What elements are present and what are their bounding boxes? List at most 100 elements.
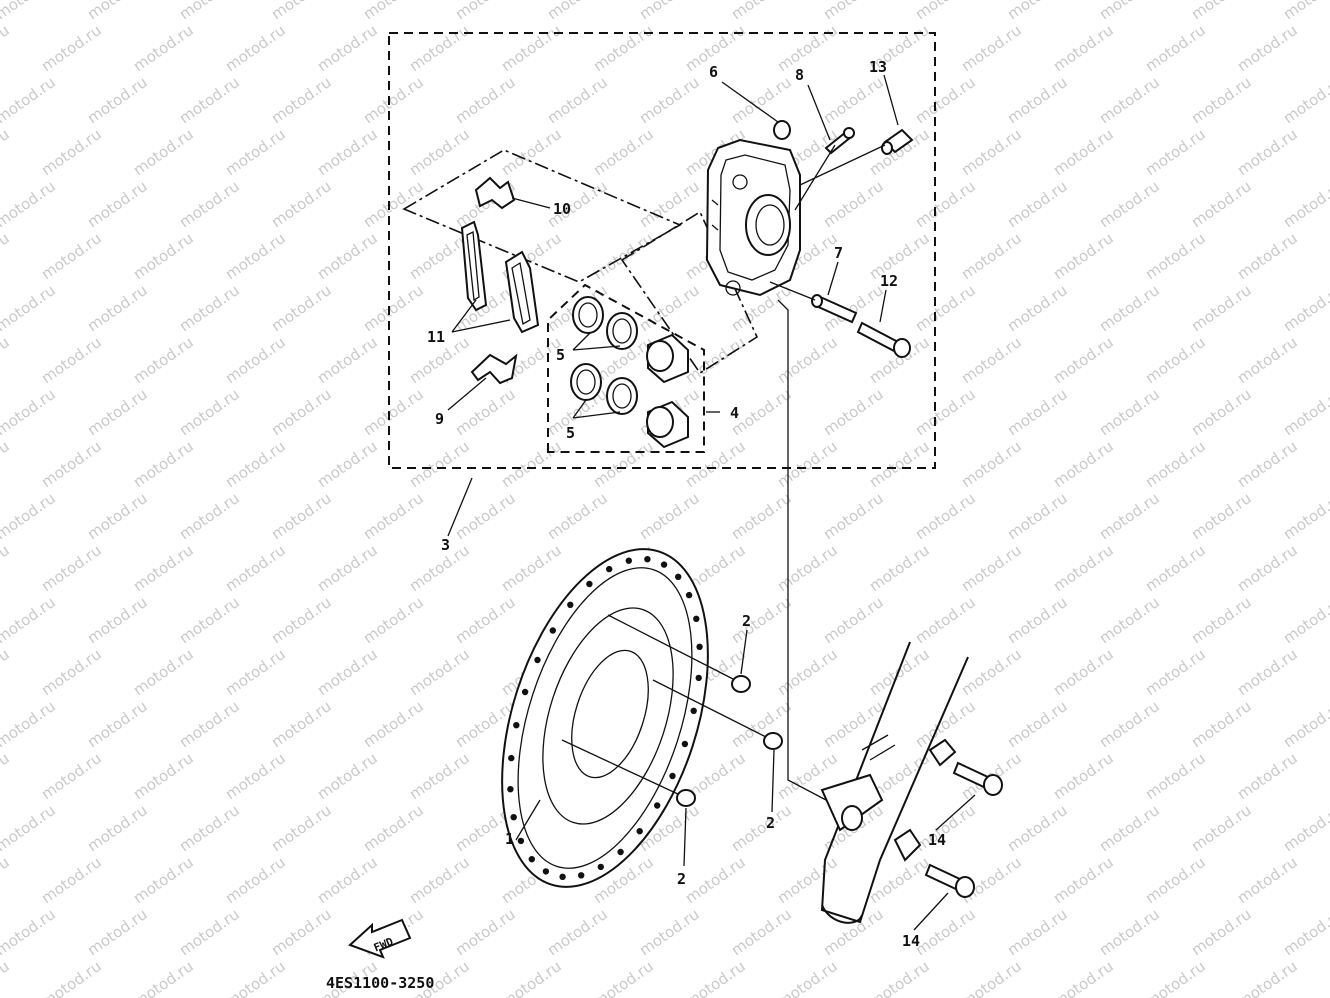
watermark-text: motod.ru	[1096, 489, 1163, 543]
seal-kit-outline	[620, 210, 759, 375]
watermark-text: motod.ru	[1004, 697, 1071, 751]
watermark-text: motod.ru	[130, 957, 197, 998]
watermark-text: motod.ru	[360, 177, 427, 231]
watermark-text: motod.ru	[1050, 21, 1117, 75]
watermark-text: motod.ru	[1280, 801, 1330, 855]
watermark-text: motod.ru	[1234, 21, 1301, 75]
watermark-text: motod.ru	[84, 385, 151, 439]
watermark-text: motod.ru	[222, 125, 289, 179]
watermark-text: motod.ru	[1188, 177, 1255, 231]
watermark-text: motod.ru	[38, 853, 105, 907]
watermark-text: motod.ru	[268, 593, 335, 647]
caliper-mount-leader	[777, 299, 827, 801]
watermark-text: motod.ru	[1004, 489, 1071, 543]
watermark-text: motod.ru	[912, 905, 979, 959]
watermark-text: motod.ru	[1004, 281, 1071, 335]
watermark-text: motod.ru	[406, 645, 473, 699]
watermark-text: motod.ru	[866, 437, 933, 491]
callout-8: 8	[795, 66, 804, 84]
watermark-text: motod.ru	[314, 853, 381, 907]
watermark-text: motod.ru	[1096, 593, 1163, 647]
watermark-text: motod.ru	[774, 437, 841, 491]
watermark-text: motod.ru	[360, 697, 427, 751]
watermark-text: motod.ru	[1004, 73, 1071, 127]
watermark-text: motod.ru	[0, 801, 59, 855]
watermark-text: motod.ru	[38, 229, 105, 283]
disc-hole	[625, 557, 632, 564]
watermark-text: motod.ru	[1280, 593, 1330, 647]
watermark-text: motod.ru	[544, 489, 611, 543]
watermark-text: motod.ru	[1188, 73, 1255, 127]
disc-hole	[528, 856, 535, 863]
watermark-text: motod.ru	[268, 489, 335, 543]
callout-4: 4	[730, 404, 739, 422]
watermark-text: motod.ru	[314, 645, 381, 699]
watermark-text: motod.ru	[636, 73, 703, 127]
watermark-text: motod.ru	[130, 21, 197, 75]
watermark-text: motod.ru	[820, 73, 887, 127]
watermark-text: motod.ru	[130, 853, 197, 907]
watermark-text: motod.ru	[958, 21, 1025, 75]
watermark-text: motod.ru	[452, 385, 519, 439]
callout-2-top: 2	[742, 612, 751, 630]
disc-hole	[617, 848, 624, 856]
callout-5-lower: 5	[566, 424, 575, 442]
watermark-text: motod.ru	[130, 333, 197, 387]
watermark-text: motod.ru	[38, 541, 105, 595]
watermark-text: motod.ru	[1142, 21, 1209, 75]
watermark-text: motod.ru	[452, 489, 519, 543]
watermark-text: motod.ru	[0, 749, 13, 803]
watermark-text: motod.ru	[84, 593, 151, 647]
watermark-text: motod.ru	[866, 853, 933, 907]
watermark-text: motod.ru	[636, 0, 703, 23]
disc-hole	[521, 688, 529, 696]
watermark-text: motod.ru	[1004, 0, 1071, 23]
watermark-text: motod.ru	[1142, 957, 1209, 998]
watermark-text: motod.ru	[728, 593, 795, 647]
watermark-text: motod.ru	[958, 229, 1025, 283]
watermark-text: motod.ru	[0, 697, 59, 751]
disc-hole	[542, 868, 550, 875]
watermark-text: motod.ru	[1004, 801, 1071, 855]
watermark-text: motod.ru	[1142, 437, 1209, 491]
watermark-text: motod.ru	[38, 749, 105, 803]
watermark-text: motod.ru	[498, 957, 565, 998]
watermark-text: motod.ru	[590, 125, 657, 179]
watermark-text: motod.ru	[38, 21, 105, 75]
watermark-text: motod.ru	[1326, 21, 1330, 75]
callout-6: 6	[709, 63, 718, 81]
watermark-text: motod.ru	[912, 489, 979, 543]
slide-pin	[769, 281, 858, 324]
watermark-text: motod.ru	[314, 437, 381, 491]
watermark-text: motod.ru	[406, 749, 473, 803]
watermark-text: motod.ru	[452, 905, 519, 959]
watermark-text: motod.ru	[1004, 905, 1071, 959]
callout-14-lower: 14	[902, 932, 920, 950]
watermark-text: motod.ru	[1142, 645, 1209, 699]
watermark-text: motod.ru	[1326, 853, 1330, 907]
watermark-text: motod.ru	[958, 125, 1025, 179]
watermark-text: motod.ru	[360, 593, 427, 647]
watermark-text: motod.ru	[268, 697, 335, 751]
watermark-text: motod.ru	[1050, 437, 1117, 491]
watermark-text: motod.ru	[1096, 177, 1163, 231]
watermark-text: motod.ru	[84, 73, 151, 127]
watermark-text: motod.ru	[84, 905, 151, 959]
watermark-text: motod.ru	[176, 489, 243, 543]
caliper-assembly-outline	[388, 32, 936, 469]
watermark-text: motod.ru	[1234, 957, 1301, 998]
callout-9: 9	[435, 410, 444, 428]
watermark-text: motod.ru	[1280, 281, 1330, 335]
watermark-text: motod.ru	[590, 21, 657, 75]
watermark-text: motod.ru	[314, 333, 381, 387]
bleed-screw	[824, 127, 855, 155]
disc-hole	[606, 565, 613, 573]
watermark-text: motod.ru	[728, 73, 795, 127]
callout-2-bottom: 2	[677, 870, 686, 888]
callout-2-right: 2	[766, 814, 775, 832]
disc-hole	[517, 837, 525, 845]
watermark-text: motod.ru	[1050, 749, 1117, 803]
watermark-text: motod.ru	[176, 385, 243, 439]
watermark-text: motod.ru	[728, 489, 795, 543]
